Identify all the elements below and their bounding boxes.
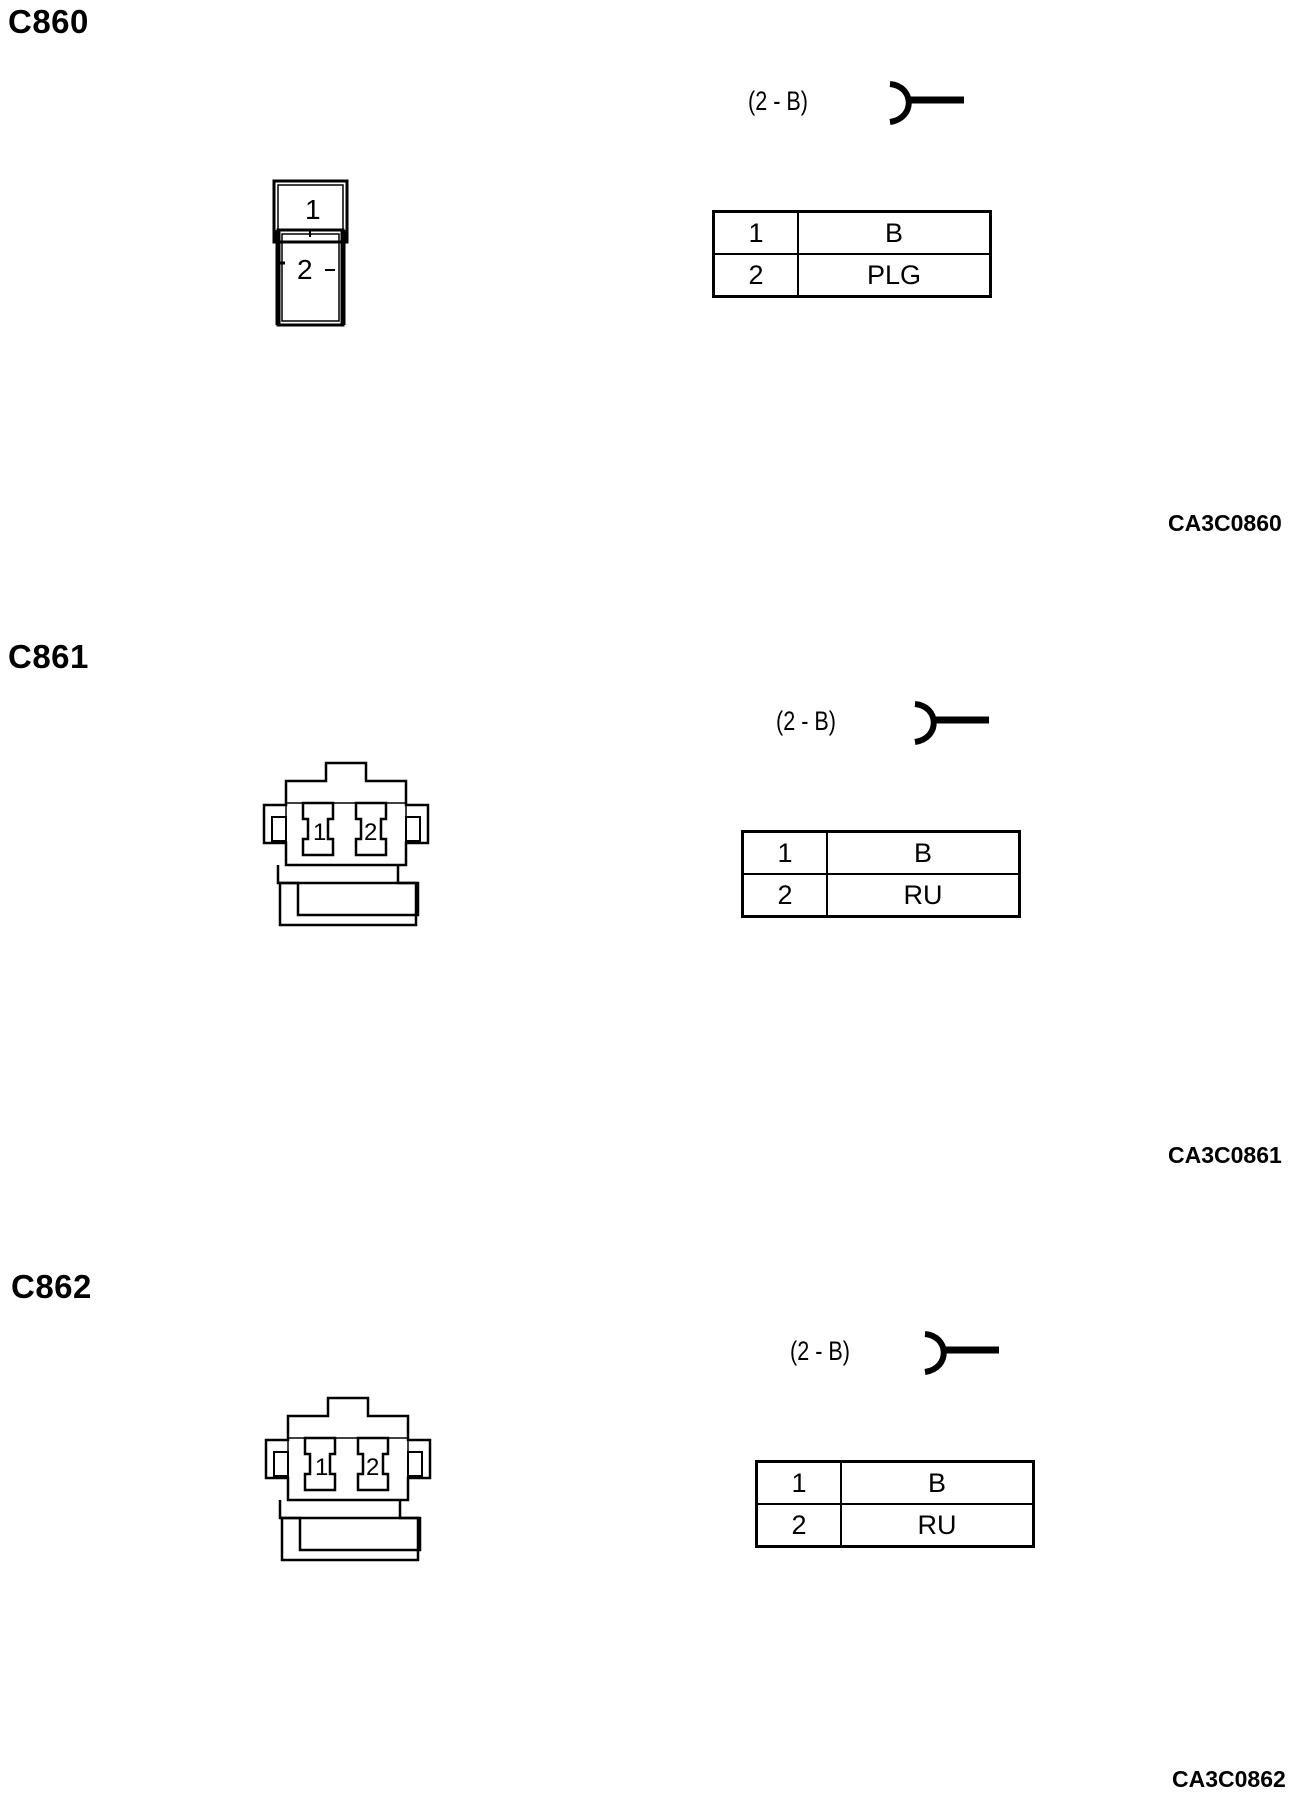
connector-section-c861: C861 (2 - B) 1 2 1 B 2 RU CA3C0861: [0, 620, 1312, 1180]
wire-color: PLG: [797, 253, 992, 298]
pin-table: 1 B 2 RU: [741, 830, 1021, 918]
pin-table: 1 B 2 RU: [755, 1460, 1035, 1548]
connector-face-c861: 1 2: [262, 761, 430, 927]
section-title: C861: [8, 638, 89, 675]
wire-color: RU: [826, 873, 1021, 918]
pin-number: 1: [755, 1460, 842, 1505]
connector-face-c862: 1 2: [264, 1396, 432, 1562]
reference-code: CA3C0860: [1168, 510, 1282, 536]
pin-label: 2: [297, 254, 313, 285]
pin-number: 1: [741, 830, 828, 875]
table-row: 1 B: [755, 1460, 1035, 1505]
orientation-label: (2 - B): [776, 706, 837, 736]
pin-number: 1: [712, 210, 799, 255]
pin-label: 2: [366, 1454, 379, 1481]
pin-label: 1: [313, 819, 326, 846]
wire-color: RU: [840, 1503, 1035, 1548]
table-row: 2 PLG: [712, 253, 992, 298]
table-row: 2 RU: [755, 1503, 1035, 1548]
terminal-icon: [914, 701, 989, 745]
connector-section-c860: C860 (2 - B) 1 2 1 B 2 PLG CA3C0860: [0, 0, 1312, 560]
pin-label: 2: [364, 819, 377, 846]
table-row: 1 B: [741, 830, 1021, 875]
section-title: C860: [8, 3, 89, 40]
pin-number: 2: [741, 873, 828, 918]
pin-table: 1 B 2 PLG: [712, 210, 992, 298]
orientation-label: (2 - B): [790, 1336, 851, 1366]
table-row: 1 B: [712, 210, 992, 255]
table-row: 2 RU: [741, 873, 1021, 918]
reference-code: CA3C0862: [1172, 1766, 1286, 1792]
connector-section-c862: C862 (2 - B) 1 2 1 B 2 RU CA3C0862: [0, 1250, 1312, 1806]
wire-color: B: [840, 1460, 1035, 1505]
orientation-label: (2 - B): [748, 86, 809, 116]
pin-number: 2: [712, 253, 799, 298]
reference-code: CA3C0861: [1168, 1142, 1282, 1168]
wire-color: B: [826, 830, 1021, 875]
terminal-icon: [889, 81, 964, 125]
connector-face-c860: 1 2: [272, 179, 349, 327]
wire-color: B: [797, 210, 992, 255]
pin-label: 1: [315, 1454, 328, 1481]
terminal-icon: [924, 1331, 999, 1375]
pin-number: 2: [755, 1503, 842, 1548]
pin-label: 1: [305, 194, 321, 225]
section-title: C862: [11, 1268, 92, 1305]
